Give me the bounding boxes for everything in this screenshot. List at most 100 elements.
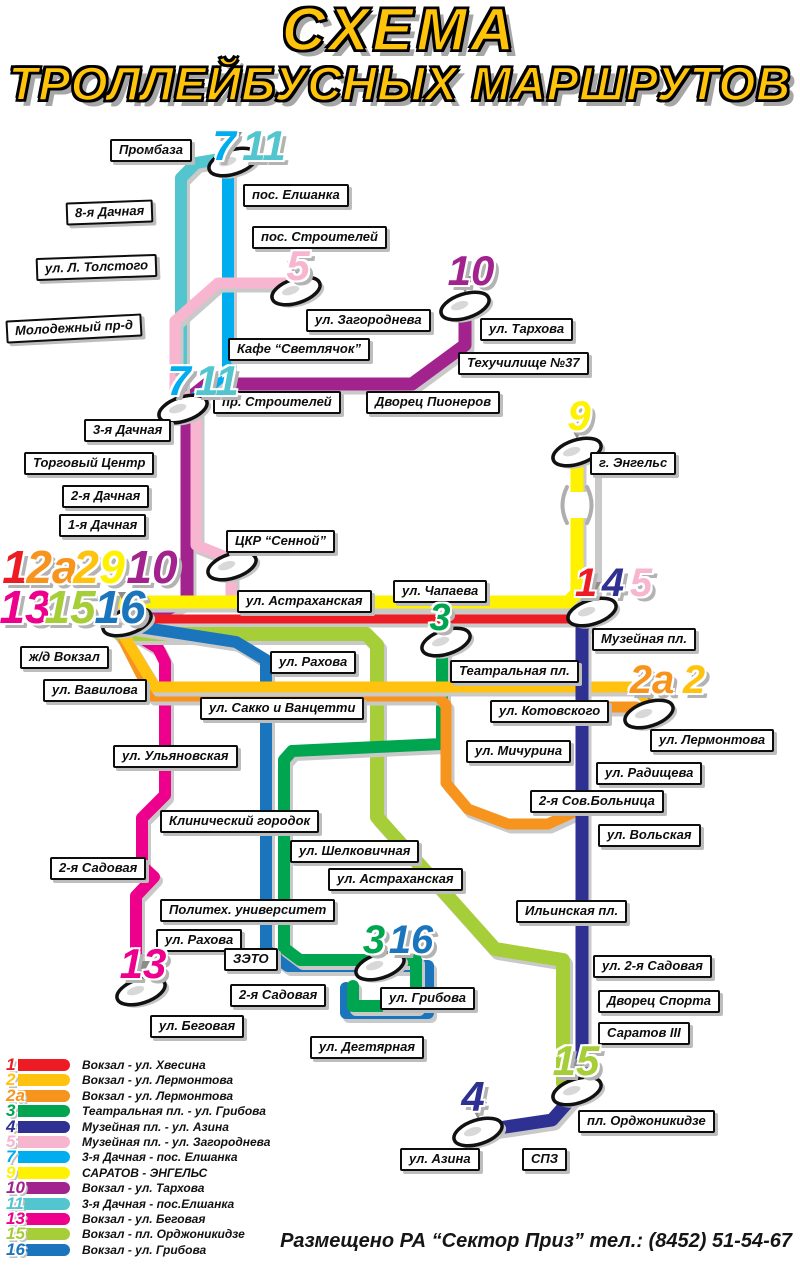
legend-color-swatch (18, 1197, 70, 1210)
terminal-loop-marker (420, 612, 475, 659)
station-label: ул. Сакко и Ванцетти (200, 697, 365, 721)
station-label: ул. Лермонтова (650, 729, 775, 753)
station-label: Техучилище №37 (458, 352, 589, 376)
station-label: Театральная пл. (450, 660, 579, 684)
legend-route-number: 5 (6, 1131, 16, 1151)
station-label: 2-я Садовая (230, 984, 327, 1008)
station-label: ул. Ульяновская (113, 745, 238, 769)
station-label: ул. Астраханская (328, 868, 463, 892)
line-break-marker (560, 485, 594, 525)
title-line-2: ТРОЛЛЕЙБУСНЫХ МАРШРУТОВ (8, 57, 792, 110)
legend-route-number: 4 (6, 1116, 16, 1136)
route-number-badge: 4 (461, 1073, 485, 1120)
station-label: Кафе “Светлячок” (228, 338, 370, 362)
legend-color-swatch (18, 1074, 70, 1087)
route-line-13 (115, 620, 171, 993)
station-label: ж/д Вокзал (20, 646, 109, 670)
legend-color-swatch (18, 1105, 70, 1118)
station-label: ЦКР “Сенной” (226, 530, 335, 554)
legend-route-text: Музейная пл. - ул. Азина (82, 1119, 229, 1134)
station-label: ЗЭТО (224, 948, 278, 972)
route-number-badge: 2 (73, 541, 99, 593)
route-number-badge: 5 (629, 561, 653, 605)
legend-route-number: 16 (6, 1239, 25, 1259)
station-label: Ильинская пл. (516, 900, 628, 924)
route-number-badge: 9 (99, 541, 125, 593)
terminal-loop-marker (439, 276, 494, 323)
station-label: 3-я Дачная (84, 419, 172, 443)
terminal-loop-marker (206, 550, 261, 583)
route-number-badge: 13 (119, 940, 167, 987)
station-label: ул. 2-я Садовая (593, 955, 712, 979)
station-label: 2-я Дачная (62, 485, 150, 509)
station-label: пл. Орджоникидзе (578, 1110, 715, 1134)
legend-route-text: Вокзал - ул. Беговая (82, 1211, 206, 1226)
station-label: Музейная пл. (592, 628, 696, 652)
route-number-badge: 15 (44, 581, 96, 633)
station-label: ул. Рахова (270, 651, 357, 675)
station-label: Промбаза (110, 139, 192, 163)
legend-route-text: Вокзал - пл. Орджоникидзе (82, 1227, 245, 1242)
legend-color-swatch (18, 1089, 70, 1102)
station-label: СПЗ (522, 1148, 568, 1172)
station-label: Клинический городок (160, 810, 320, 834)
station-label: пос. Строителей (252, 226, 387, 250)
legend-route-text: САРАТОВ - ЭНГЕЛЬС (82, 1165, 208, 1180)
route-number-badge: 7 (212, 122, 236, 169)
legend-route-number: 2а (6, 1085, 25, 1105)
terminal-loop-marker (566, 582, 621, 629)
station-label: ул. Л. Толстого (35, 253, 158, 282)
route-number-badge: 2 (682, 658, 706, 702)
route-number-badge: 10 (126, 541, 178, 593)
station-label: Торговый Центр (24, 452, 155, 476)
station-label: г. Энгельс (590, 452, 677, 476)
route-number-badge: 1 (2, 541, 28, 593)
legend-color-swatch (18, 1182, 70, 1195)
legend-route-text: Театральная пл. - ул. Грибова (82, 1104, 266, 1119)
legend-route-number: 1 (6, 1055, 16, 1074)
legend-route-text: 3-я Дачная - пос. Елшанка (82, 1150, 238, 1165)
route-number-badge: 9 (567, 392, 591, 439)
legend-route-number: 3 (6, 1101, 16, 1121)
legend-route-text: Вокзал - ул. Хвесина (82, 1058, 206, 1072)
route-number-badge: 4 (601, 561, 625, 605)
terminal-loop-marker (623, 684, 678, 731)
legend-route-number: 9 (6, 1162, 16, 1182)
terminal-loop-marker (452, 1102, 507, 1149)
route-number-badge: 13 (0, 581, 51, 633)
terminal-loop-marker (115, 961, 170, 1008)
terminal-loop-marker (270, 261, 325, 308)
terminal-loop-marker (207, 132, 262, 179)
terminal-loop-marker (551, 422, 606, 469)
route-number-badge: 11 (195, 357, 239, 404)
legend-color-swatch (18, 1212, 70, 1225)
route-number-badge: 3 (429, 597, 451, 639)
publisher-credit: Размещено РА “Сектор Приз” тел.: (8452) … (280, 1230, 792, 1252)
route-number-badge: 2а (629, 658, 675, 702)
route-number-badge: 7 (167, 357, 191, 404)
terminal-loop-marker (101, 592, 156, 639)
station-label: ул. Загороднева (306, 309, 431, 333)
station-label: Саратов III (598, 1022, 690, 1046)
legend-color-swatch (18, 1120, 70, 1133)
station-label: ул. Астраханская (237, 590, 372, 614)
route-number-badge: 15 (552, 1037, 600, 1084)
station-label: ул. Мичурина (466, 740, 572, 764)
station-label: Политех. университет (160, 899, 336, 923)
station-label: ул. Радищева (596, 762, 703, 786)
station-label: Дворец Пионеров (366, 391, 501, 415)
route-number-badge: 11 (242, 122, 286, 169)
route-number-badge: 3 (362, 918, 386, 962)
legend-color-swatch (18, 1135, 70, 1148)
route-number-badge: 2а (26, 541, 78, 593)
legend-color-swatch (18, 1243, 70, 1256)
legend-route-number: 15 (6, 1224, 25, 1244)
route-number-badge: 16 (388, 918, 434, 962)
station-label: ул. Беговая (150, 1015, 245, 1039)
title-line-1: СХЕМА (281, 0, 518, 63)
station-label: ул. Вавилова (43, 679, 147, 703)
station-label: пос. Елшанка (243, 184, 349, 208)
route-number-badge: 5 (286, 242, 310, 289)
terminal-loop-marker (157, 379, 212, 426)
